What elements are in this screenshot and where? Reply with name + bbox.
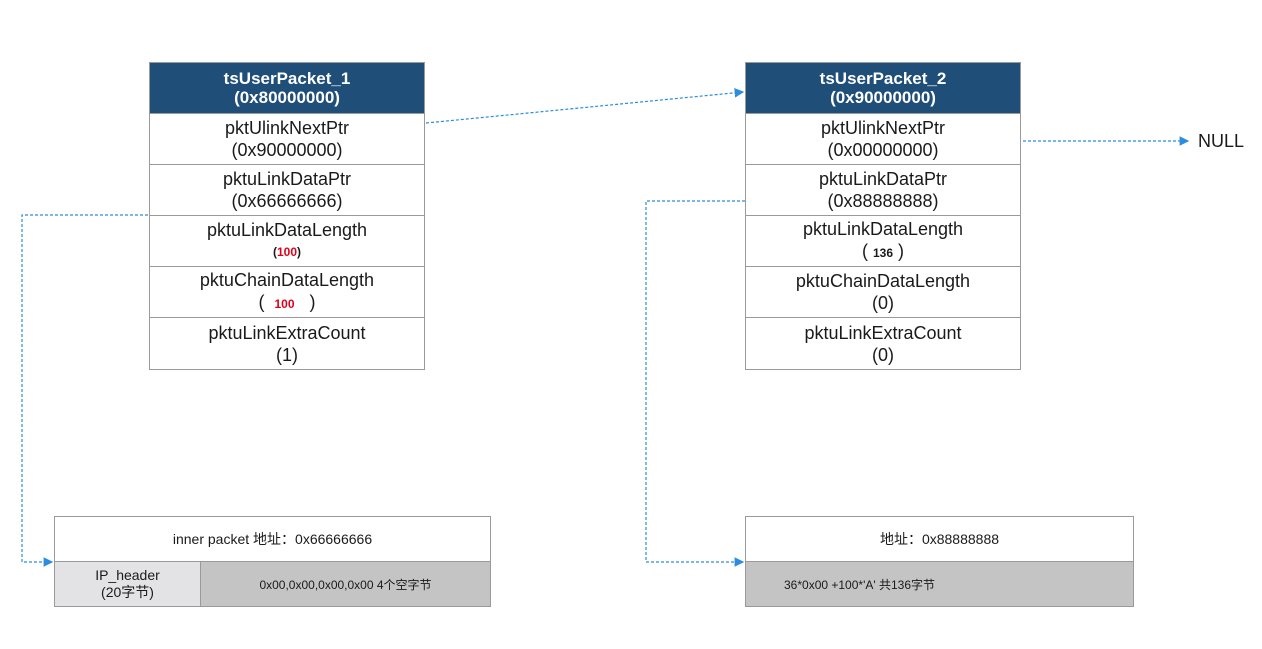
field-value: (0x00000000) <box>827 140 939 160</box>
packet-2-field-next-ptr: pktUlinkNextPtr (0x00000000) <box>746 114 1020 165</box>
payload-cell: 36*0x00 +100*'A' 共136字节 <box>746 562 1133 606</box>
ip-header-cell: IP_header (20字节) <box>55 562 201 606</box>
packet-2-title: tsUserPacket_2 <box>819 69 947 88</box>
packet-2-field-extra-count: pktuLinkExtraCount (0) <box>746 318 1020 369</box>
field-value: (0) <box>872 293 894 313</box>
packet-2-address: (0x90000000) <box>830 88 936 107</box>
field-value: ( 100 ) <box>258 292 316 312</box>
field-name: pktuLinkDataLength <box>206 220 368 240</box>
field-name: pktuLinkDataPtr <box>818 169 948 189</box>
field-name: pktUlinkNextPtr <box>224 118 350 138</box>
data-ptr-arrow-1 <box>21 214 148 567</box>
ip-header-name: IP_header <box>95 567 160 583</box>
field-value: (0x88888888) <box>827 191 939 211</box>
packet-2-field-chain-length: pktuChainDataLength (0) <box>746 267 1020 318</box>
highlight-value: 100 <box>276 245 298 259</box>
packet-2-header: tsUserPacket_2 (0x90000000) <box>746 63 1020 114</box>
packet-1-field-chain-length: pktuChainDataLength ( 100 ) <box>150 267 424 318</box>
data-ptr-arrow-2 <box>645 200 745 567</box>
field-name: pktUlinkNextPtr <box>820 118 946 138</box>
memory-block-2-content: 36*0x00 +100*'A' 共136字节 <box>746 562 1133 606</box>
ip-header-size: (20字节) <box>101 584 154 600</box>
field-name: pktuChainDataLength <box>795 271 971 291</box>
packet-1-title: tsUserPacket_1 <box>223 69 351 88</box>
highlight-value: 136 <box>872 246 894 260</box>
packet-1-field-data-ptr: pktuLinkDataPtr (0x66666666) <box>150 165 424 216</box>
packet-2-field-data-length: pktuLinkDataLength ( 136 ) <box>746 216 1020 267</box>
null-label: NULL <box>1198 131 1245 151</box>
packet-2-struct: tsUserPacket_2 (0x90000000) pktUlinkNext… <box>745 62 1021 370</box>
field-value: (0x90000000) <box>231 140 343 160</box>
memory-block-2: 地址：0x88888888 36*0x00 +100*'A' 共136字节 <box>745 516 1134 607</box>
field-name: pktuLinkExtraCount <box>804 322 962 343</box>
next-ptr-arrow-1-to-2 <box>425 88 745 124</box>
field-name: pktuChainDataLength <box>199 270 375 290</box>
highlight-value: 100 <box>274 297 295 311</box>
payload-cell: 0x00,0x00,0x00,0x00 4个空字节 <box>201 562 490 606</box>
packet-1-field-next-ptr: pktUlinkNextPtr (0x90000000) <box>150 114 424 165</box>
memory-block-1: inner packet 地址：0x66666666 IP_header (20… <box>54 516 491 607</box>
packet-1-field-data-length: pktuLinkDataLength (100) <box>150 216 424 267</box>
packet-1-struct: tsUserPacket_1 (0x80000000) pktUlinkNext… <box>149 62 425 370</box>
field-value: (1) <box>276 344 298 365</box>
packet-2-field-data-ptr: pktuLinkDataPtr (0x88888888) <box>746 165 1020 216</box>
packet-1-header: tsUserPacket_1 (0x80000000) <box>150 63 424 114</box>
field-value: (0x66666666) <box>231 191 343 211</box>
field-name: pktuLinkDataLength <box>802 219 964 239</box>
field-name: pktuLinkDataPtr <box>222 169 352 189</box>
memory-block-1-title: inner packet 地址：0x66666666 <box>55 517 490 562</box>
memory-block-2-title: 地址：0x88888888 <box>746 517 1133 562</box>
field-value: (100) <box>272 245 302 259</box>
field-value: (0) <box>872 344 894 365</box>
packet-1-field-extra-count: pktuLinkExtraCount (1) <box>150 318 424 369</box>
field-value: ( 136 ) <box>861 241 905 261</box>
packet-1-address: (0x80000000) <box>234 88 340 107</box>
field-name: pktuLinkExtraCount <box>208 322 366 343</box>
memory-block-1-content: IP_header (20字节) 0x00,0x00,0x00,0x00 4个空… <box>55 562 490 606</box>
